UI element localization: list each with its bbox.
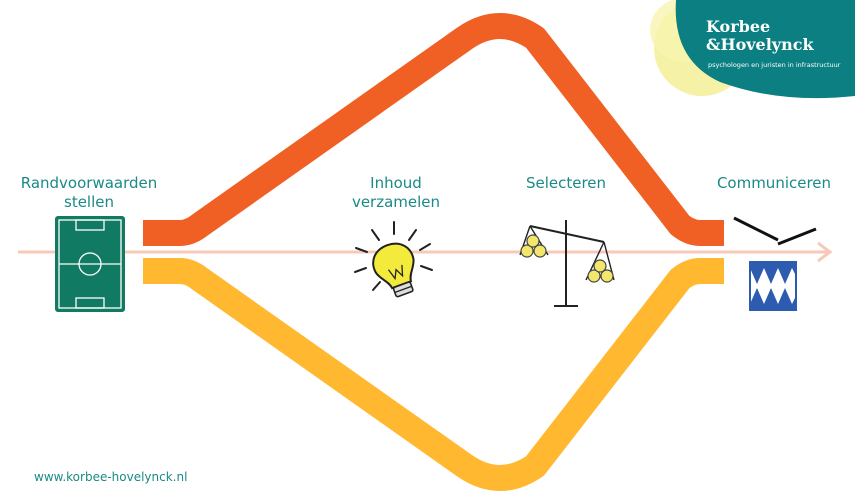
lightbulb-icon xyxy=(354,221,433,298)
step-label-selecteren: Selecteren xyxy=(506,174,626,193)
step-label-line: Selecteren xyxy=(525,174,607,192)
step-label-line: verzamelen xyxy=(351,193,441,211)
logo-title: &Hovelynck xyxy=(706,35,814,54)
logo-tagline: psychologen en juristen in infrastructuu… xyxy=(708,61,841,69)
step-label-line: Inhoud xyxy=(370,174,422,192)
drum-icon xyxy=(733,216,817,311)
step-label-communiceren: Communiceren xyxy=(704,174,844,193)
orange-diverge-path xyxy=(143,13,724,246)
step-label-randvoorwaarden: Randvoorwaarden stellen xyxy=(8,174,170,212)
timeline-arrow xyxy=(18,241,833,263)
step-label-line: Communiceren xyxy=(716,174,832,192)
logo-emblem xyxy=(650,0,855,99)
yellow-diverge-path xyxy=(143,258,724,491)
football-field-icon xyxy=(55,216,125,312)
step-label-line: Randvoorwaarden xyxy=(20,174,158,192)
step-label-inhoud: Inhoud verzamelen xyxy=(336,174,456,212)
step-label-line: stellen xyxy=(64,193,114,211)
logo-title: Korbee xyxy=(706,17,771,36)
website-link[interactable]: www.korbee-hovelynck.nl xyxy=(34,470,188,484)
balance-scale-icon xyxy=(519,220,615,307)
